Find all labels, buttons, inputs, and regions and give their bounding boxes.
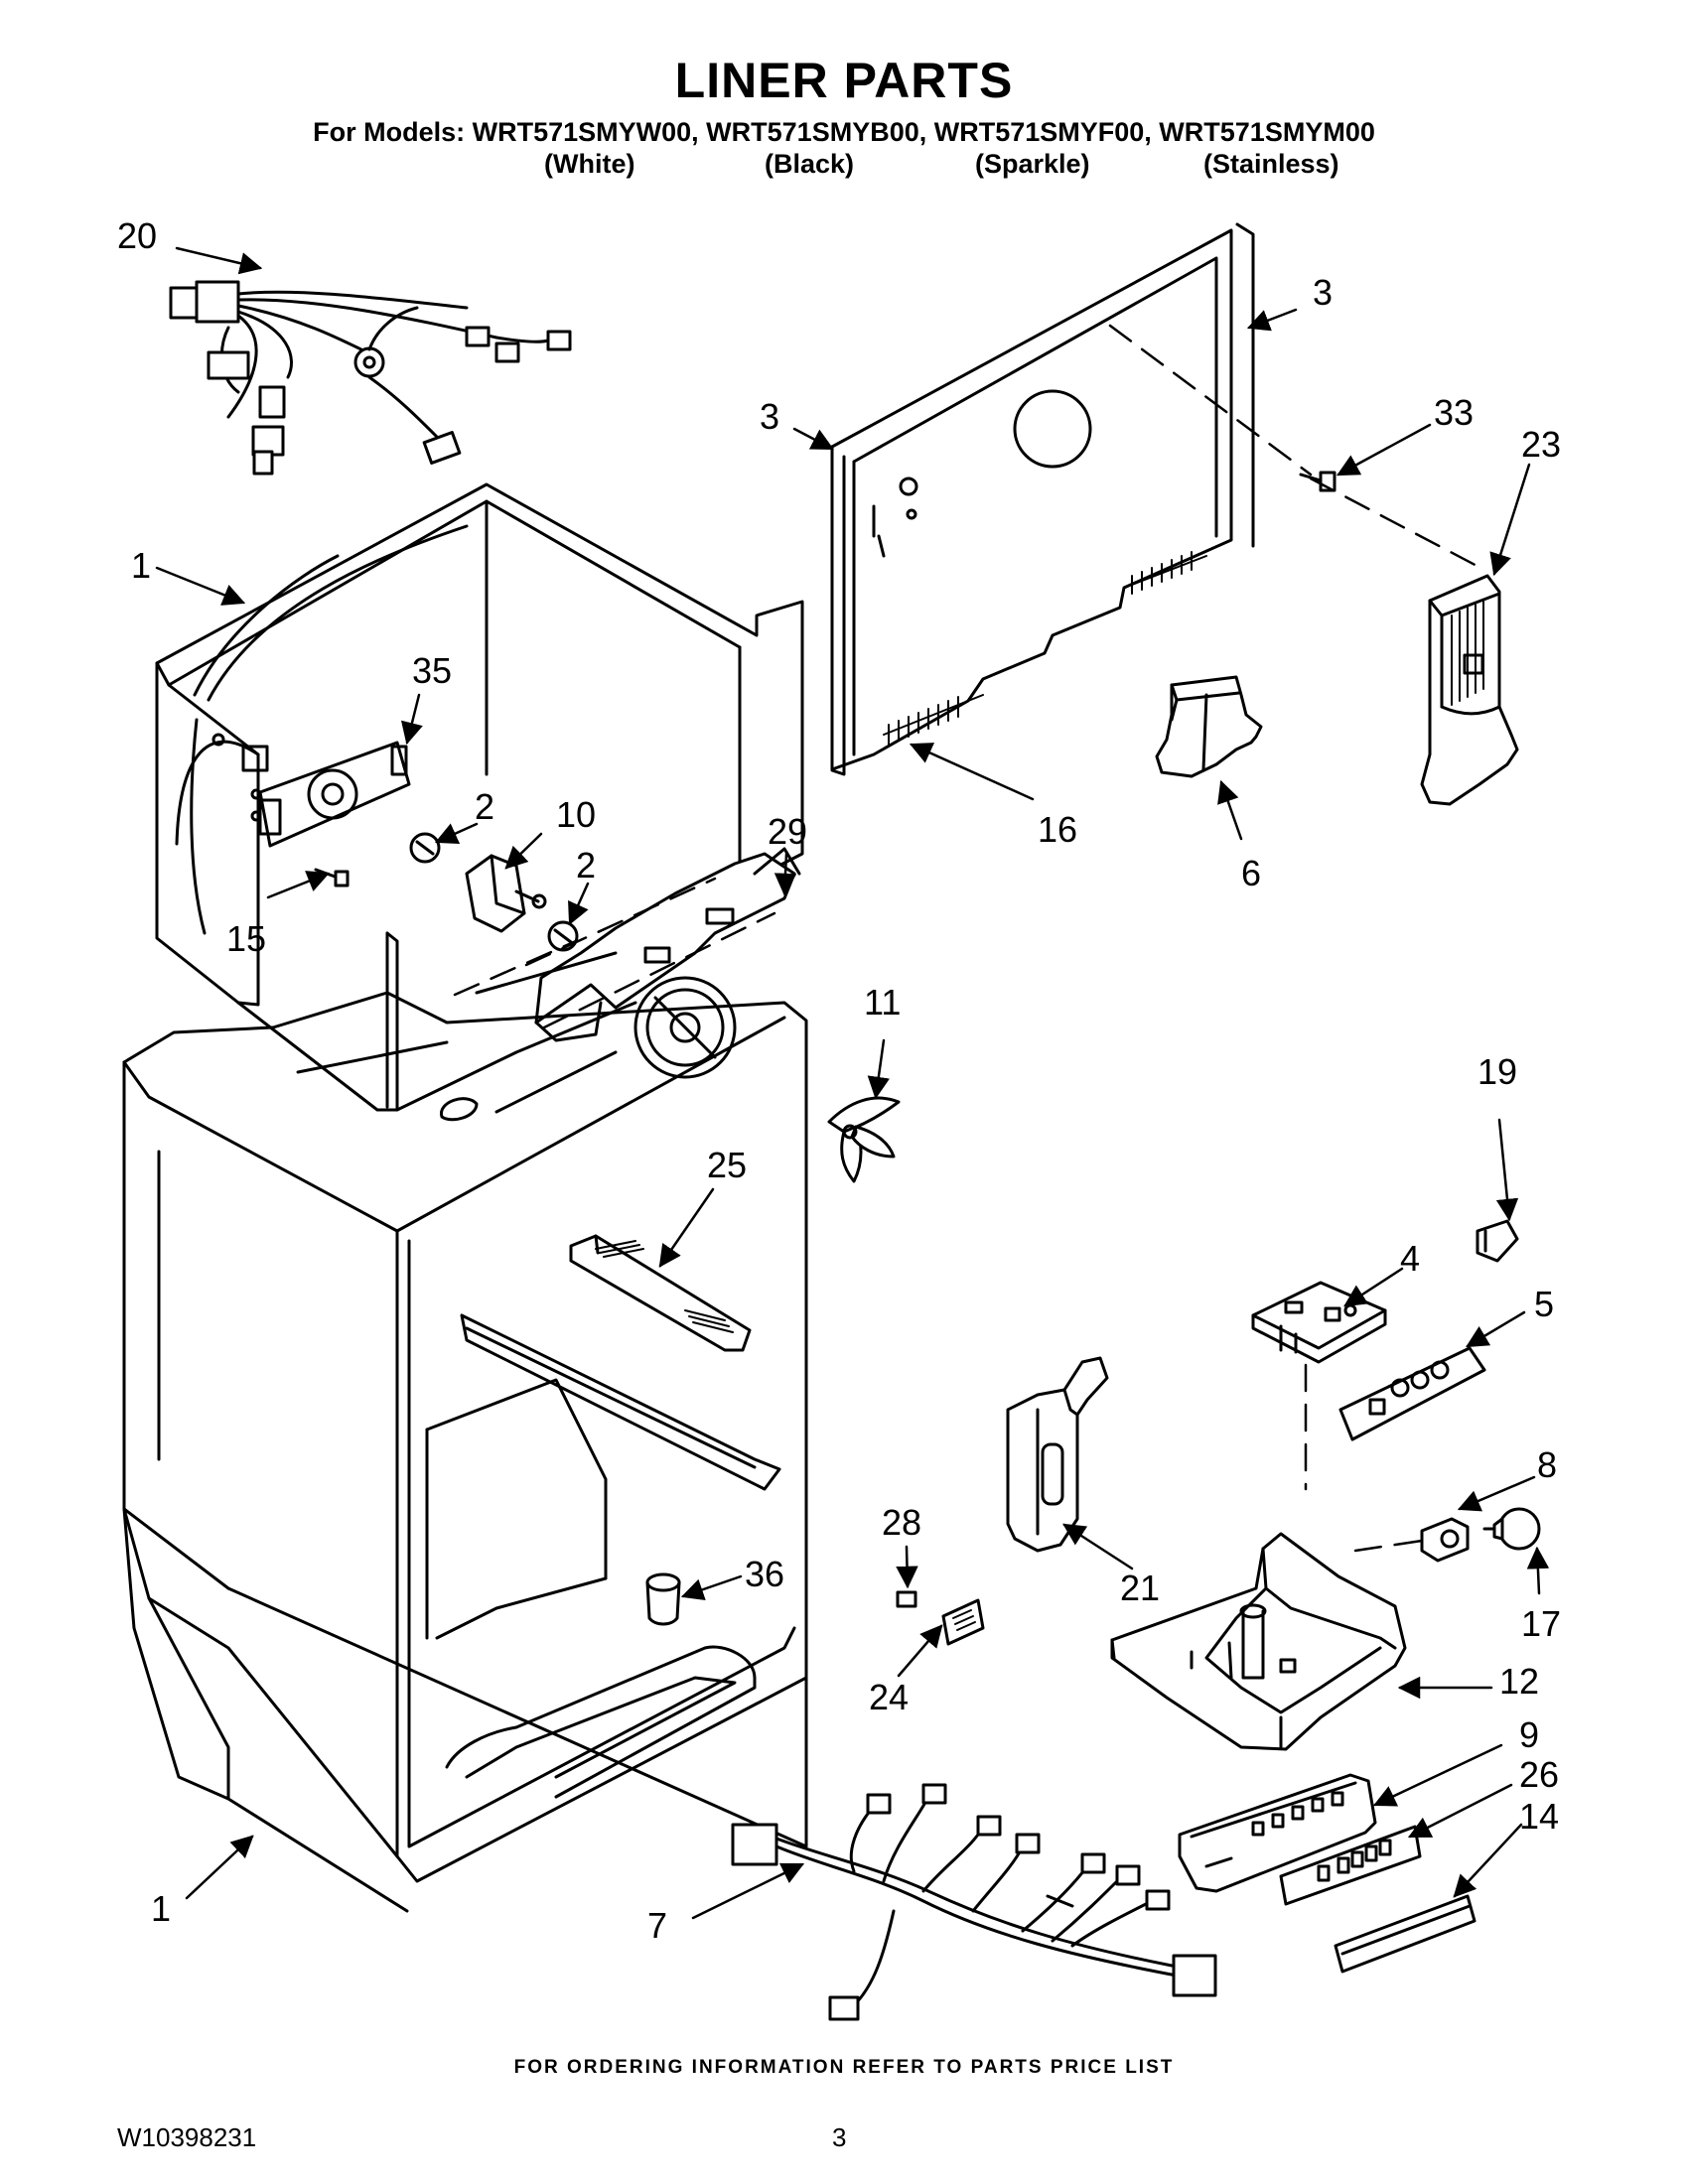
callout-6: 6 — [1241, 853, 1261, 893]
callout-7: 7 — [647, 1905, 667, 1946]
callout-1: 1 — [131, 545, 151, 586]
callout-23: 23 — [1521, 424, 1561, 465]
wire-harness-top — [169, 280, 572, 476]
bracket-part — [258, 741, 411, 848]
callout-11: 11 — [864, 982, 901, 1023]
page-title: LINER PARTS — [674, 53, 1014, 108]
control-housing-part — [1420, 574, 1519, 806]
callout-35: 35 — [412, 650, 452, 691]
fan-blade-part — [827, 1096, 901, 1183]
models-line: For Models: WRT571SMYW00, WRT571SMYB00, … — [313, 117, 1375, 147]
color-black: (Black) — [765, 149, 855, 179]
overlay-part — [1279, 1825, 1422, 1906]
display-board-part — [1338, 1346, 1486, 1441]
callout-15: 15 — [226, 918, 266, 959]
page-number: 3 — [832, 2122, 847, 2152]
callout-19: 19 — [1477, 1051, 1517, 1092]
color-sparkle: (Sparkle) — [975, 149, 1090, 179]
callout-2: 2 — [475, 786, 494, 827]
callout-14: 14 — [1519, 1796, 1559, 1837]
callout-25: 25 — [707, 1145, 747, 1185]
label-part — [941, 1598, 985, 1646]
control-panel-part — [1178, 1773, 1377, 1893]
callout-26: 26 — [1519, 1754, 1559, 1795]
crisper-door-part — [1006, 1356, 1109, 1553]
callout-9: 9 — [1519, 1714, 1539, 1755]
ordering-note: FOR ORDERING INFORMATION REFER TO PARTS … — [513, 2057, 1175, 2078]
callout-10: 10 — [556, 794, 596, 835]
callout-12: 12 — [1499, 1661, 1539, 1702]
callout-20: 20 — [117, 215, 157, 256]
thermostat-part — [465, 854, 547, 933]
callout-17: 17 — [1521, 1603, 1561, 1644]
callout-21: 21 — [1120, 1568, 1160, 1608]
light-bulb-part — [1482, 1507, 1541, 1551]
control-board-part — [1251, 1281, 1387, 1364]
small-part — [896, 1590, 917, 1608]
callout-33: 33 — [1434, 392, 1474, 433]
lamp-socket-part — [1420, 1517, 1470, 1563]
callout-36: 36 — [745, 1554, 784, 1594]
freezer-liner — [155, 482, 804, 1122]
wire-harness-bottom — [731, 1783, 1217, 2021]
lens-part — [1334, 1894, 1477, 1974]
callout-3: 3 — [1313, 272, 1333, 313]
callout-8: 8 — [1537, 1444, 1557, 1485]
color-white: (White) — [544, 149, 635, 179]
callout-4: 4 — [1400, 1238, 1420, 1279]
callout-28: 28 — [882, 1502, 921, 1543]
callout-5: 5 — [1534, 1284, 1554, 1324]
air-duct-part — [1155, 675, 1263, 778]
cap-part — [645, 1572, 681, 1626]
clip-part — [1476, 1219, 1519, 1263]
callout-24: 24 — [869, 1677, 909, 1717]
crisper-cover-part — [569, 1234, 752, 1352]
light-housing-part — [1110, 1532, 1407, 1751]
callout-1: 1 — [151, 1888, 171, 1929]
callout-29: 29 — [768, 811, 807, 852]
callout-labels: 20 3 3 33 23 1 35 2 10 29 2 15 16 6 11 1… — [117, 215, 1561, 1946]
callout-3: 3 — [760, 396, 779, 437]
callout-16: 16 — [1038, 809, 1077, 850]
color-stainless: (Stainless) — [1203, 149, 1339, 179]
callout-2: 2 — [576, 845, 596, 886]
document-number: W10398231 — [117, 2122, 257, 2152]
fan-shroud-part — [534, 847, 801, 1079]
evaporator-cover-panel — [830, 222, 1255, 776]
fresh-food-liner — [122, 951, 808, 1913]
